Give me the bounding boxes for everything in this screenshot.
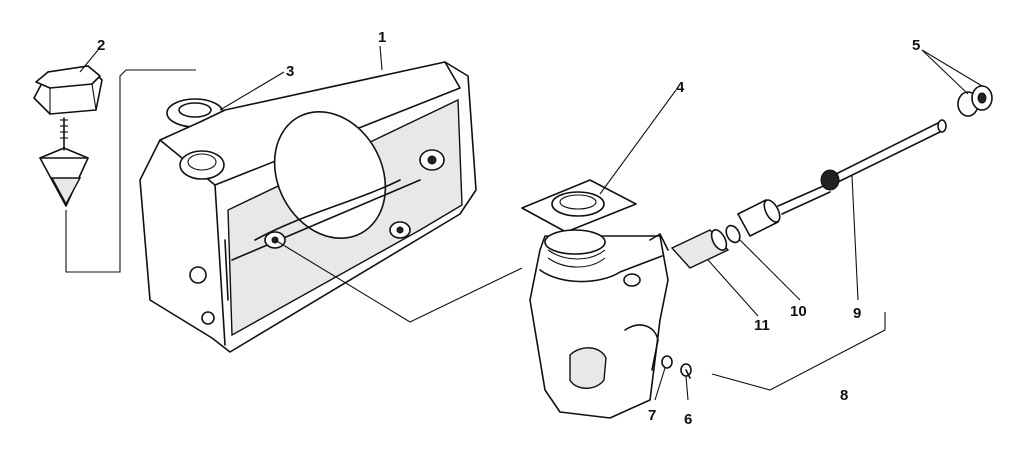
callout-2: 2	[97, 37, 105, 54]
fuel-line-assembly	[737, 119, 947, 237]
callout-10: 10	[790, 303, 807, 320]
fuel-filter	[670, 229, 730, 269]
fuel-tank	[529, 229, 669, 419]
fuel-filter-screen	[39, 117, 89, 207]
assembly-bracket-mid	[274, 239, 523, 323]
callout-6: 6	[684, 411, 692, 428]
callout-1: 1	[378, 29, 386, 46]
small-washer	[661, 355, 673, 369]
callout-8: 8	[840, 387, 848, 404]
leader-lines	[79, 45, 983, 401]
screw	[680, 363, 692, 379]
callout-7: 7	[648, 407, 656, 424]
callout-5: 5	[912, 37, 920, 54]
callout-4: 4	[676, 79, 685, 96]
grommets	[957, 85, 993, 117]
callout-9: 9	[853, 305, 861, 322]
tank-housing	[139, 61, 477, 353]
fuel-cap	[33, 65, 103, 115]
assembly-bracket-left	[65, 69, 196, 273]
tank-gasket	[521, 179, 637, 233]
callout-11: 11	[754, 317, 770, 334]
washer	[725, 224, 741, 244]
callout-3: 3	[286, 63, 294, 80]
